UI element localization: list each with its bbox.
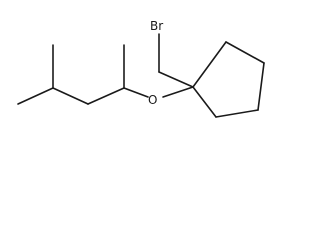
ring-o-bond: [162, 86, 194, 98]
bromomethyl-group: Br: [150, 19, 194, 88]
ring-bond-3: [257, 62, 265, 111]
o-ch-bond: [123, 87, 149, 98]
methyl-bond-left: [17, 87, 54, 105]
ring-bond-2: [225, 41, 265, 64]
chain-bond-1: [87, 87, 125, 105]
ring-bond-5: [192, 86, 217, 118]
bromine-atom-label: Br: [150, 19, 163, 33]
ch2-bond: [158, 71, 194, 88]
cyclopentane-ring: [192, 41, 265, 118]
oxygen-atom-label: O: [148, 93, 157, 107]
ether-linkage: O: [123, 86, 194, 107]
ring-bond-4: [215, 109, 259, 118]
ring-bond-1: [192, 41, 227, 88]
alkyl-chain: [17, 44, 125, 105]
chemical-structure-diagram: Br O: [17, 19, 265, 118]
chain-bond-2: [52, 87, 89, 105]
